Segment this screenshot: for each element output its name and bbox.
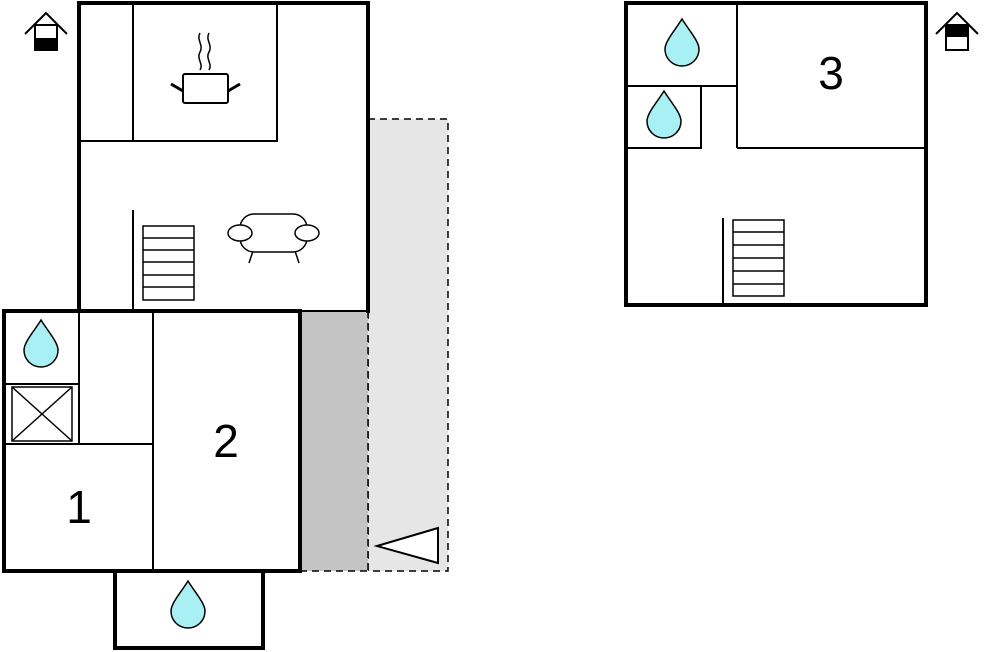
room-label-2: 2 — [213, 415, 239, 467]
water-drop-icon — [170, 580, 206, 629]
bath-small-wall — [626, 86, 702, 149]
ground-floor: 1 2 — [2, 1, 370, 650]
terrace-light-area — [367, 118, 449, 572]
upper-floor-outer-wall — [624, 1, 928, 307]
ground-floor-outer-wall — [77, 1, 370, 313]
house-floor-ground-icon — [24, 11, 68, 51]
water-drop-icon — [646, 90, 682, 139]
terrace-dark-area — [300, 311, 368, 571]
entrance-arrow-icon — [373, 526, 439, 565]
kitchen-partition — [79, 3, 278, 142]
upper-floor: 3 — [624, 1, 928, 307]
porch-wall — [113, 569, 265, 650]
sofa-icon — [227, 213, 320, 264]
water-drop-icon — [664, 18, 700, 67]
cooking-pot-icon — [170, 32, 241, 104]
terrace — [300, 118, 449, 572]
water-drop-icon — [23, 319, 59, 368]
crossed-box-icon — [11, 386, 73, 442]
room-label-3: 3 — [818, 47, 844, 99]
house-floor-upper-icon — [935, 11, 979, 51]
room-label-1: 1 — [66, 481, 92, 533]
stairs-icon — [142, 225, 195, 301]
stairs-icon — [732, 219, 785, 297]
